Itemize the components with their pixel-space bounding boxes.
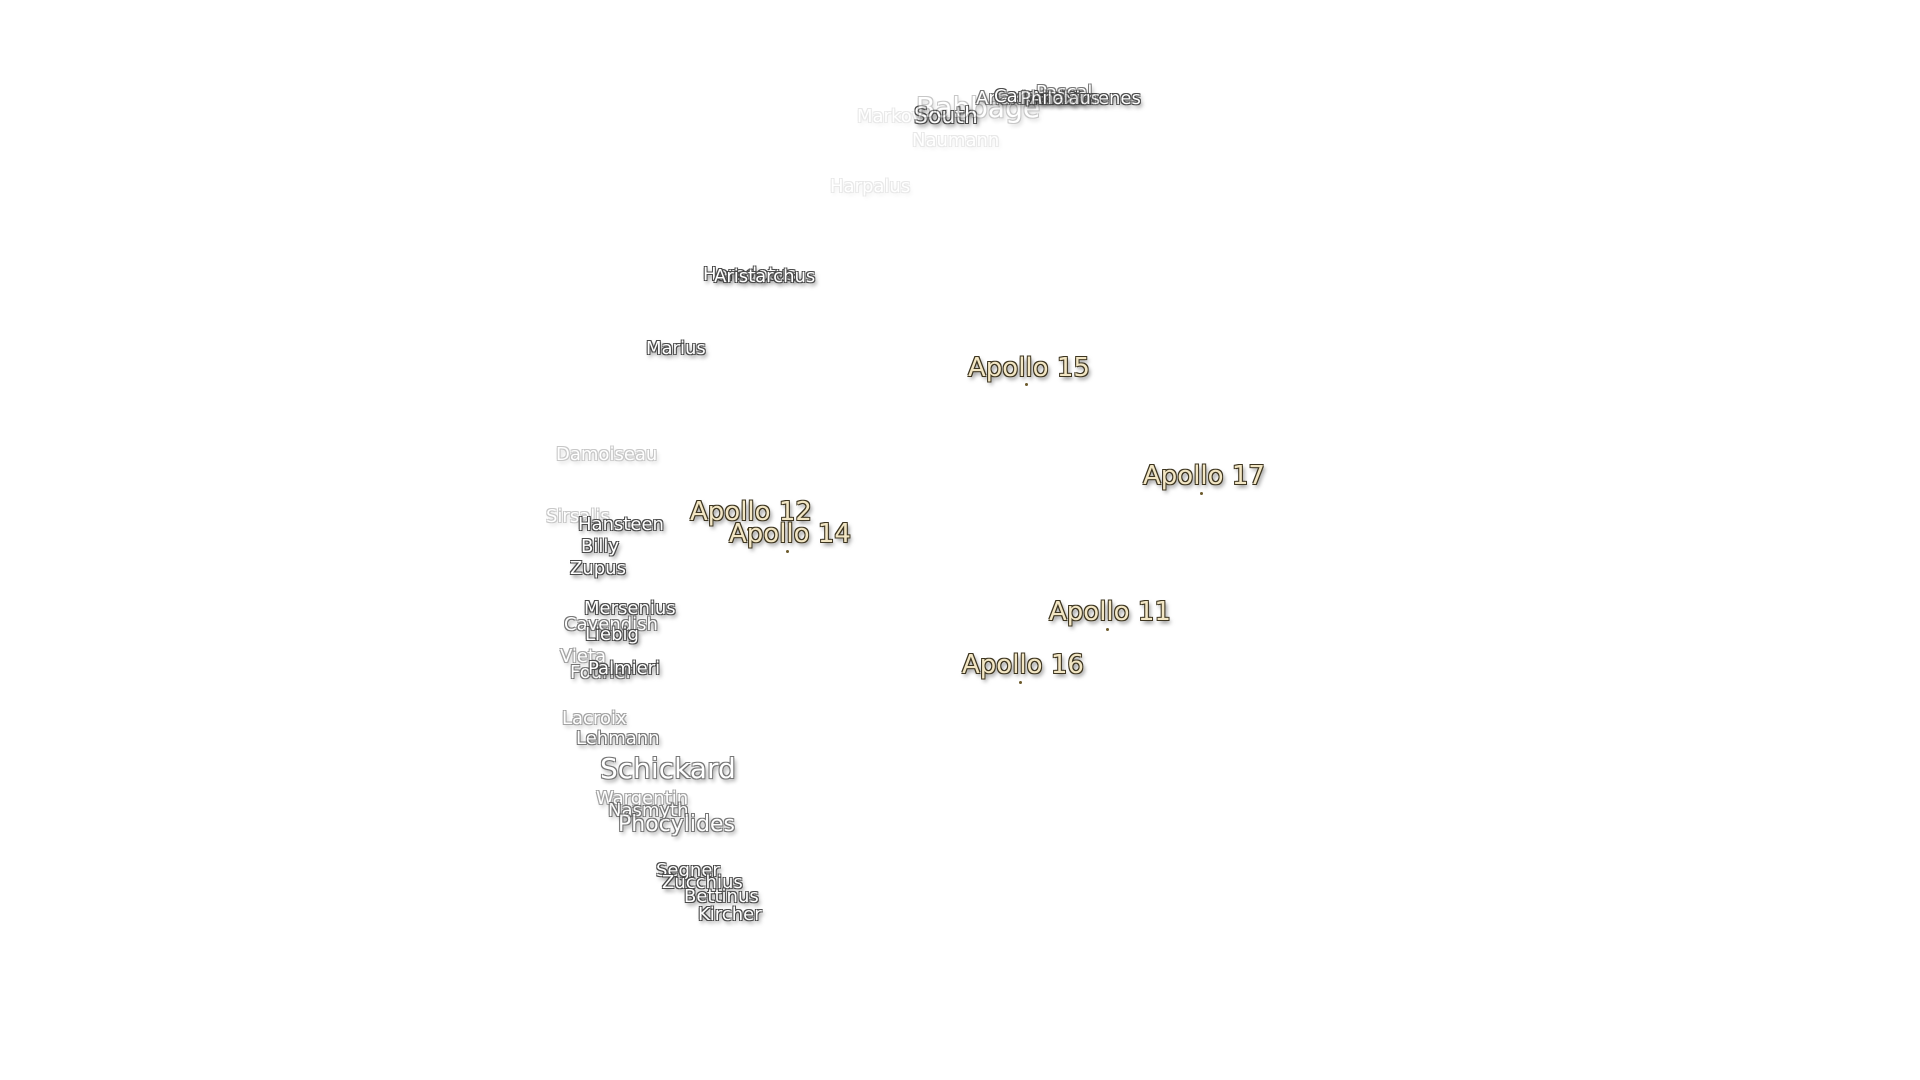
crater-label-naumann[interactable]: Naumann bbox=[912, 130, 1000, 151]
crater-label-pascal[interactable]: Pascal bbox=[1036, 82, 1093, 103]
crater-label-vieta[interactable]: Vieta bbox=[560, 646, 607, 667]
apollo-12-site-marker[interactable] bbox=[747, 528, 750, 531]
crater-label-bettinus[interactable]: Bettinus bbox=[684, 886, 759, 907]
crater-label-palmieri[interactable]: Palmieri bbox=[588, 658, 661, 679]
crater-label-carpenter[interactable]: Carpenter bbox=[994, 86, 1085, 107]
crater-label-wargentin[interactable]: Wargentin bbox=[596, 788, 689, 809]
crater-label-anaximander[interactable]: Anaximander bbox=[976, 88, 1097, 109]
crater-label-liebig[interactable]: Liebig bbox=[585, 624, 639, 645]
crater-label-markov[interactable]: Markov bbox=[857, 106, 923, 127]
crater-label-sirsalis[interactable]: Sirsalis bbox=[546, 506, 610, 527]
apollo-16-site-marker[interactable] bbox=[1019, 681, 1022, 684]
crater-label-nasmyth[interactable]: Nasmyth bbox=[608, 800, 689, 821]
crater-label-phocylides[interactable]: Phocylides bbox=[618, 812, 735, 837]
crater-label-aristarchus[interactable]: Aristarchus bbox=[714, 266, 816, 287]
apollo-14-site-marker[interactable] bbox=[786, 550, 789, 553]
crater-label-cavendish[interactable]: Cavendish bbox=[564, 614, 658, 635]
apollo-17-label[interactable]: Apollo 17 bbox=[1143, 461, 1265, 491]
apollo-11-site-marker[interactable] bbox=[1106, 628, 1109, 631]
crater-label-herodotus[interactable]: Herodotus bbox=[703, 264, 796, 285]
apollo-15-label[interactable]: Apollo 15 bbox=[968, 353, 1090, 383]
crater-label-kircher[interactable]: Kircher bbox=[698, 904, 762, 925]
crater-label-lehmann[interactable]: Lehmann bbox=[576, 728, 660, 749]
apollo-15-site-marker[interactable] bbox=[1025, 383, 1028, 386]
crater-label-billy[interactable]: Billy bbox=[581, 536, 620, 557]
apollo-14-label[interactable]: Apollo 14 bbox=[729, 519, 851, 549]
apollo-11-label[interactable]: Apollo 11 bbox=[1049, 597, 1171, 627]
crater-label-philolaus[interactable]: Philolaus bbox=[1020, 88, 1101, 109]
apollo-17-site-marker[interactable] bbox=[1200, 492, 1203, 495]
crater-label-damoiseau[interactable]: Damoiseau bbox=[556, 444, 658, 465]
crater-label-segner[interactable]: Segner bbox=[656, 860, 720, 881]
crater-label-schickard[interactable]: Schickard bbox=[600, 752, 736, 785]
crater-label-zupus[interactable]: Zupus bbox=[570, 558, 626, 579]
crater-label-babbage[interactable]: Babbage bbox=[916, 91, 1041, 124]
crater-label-anaximenes[interactable]: Anaximenes bbox=[1030, 88, 1141, 109]
apollo-12-label[interactable]: Apollo 12 bbox=[690, 497, 812, 527]
crater-label-south[interactable]: South bbox=[914, 104, 978, 129]
crater-label-harpalus[interactable]: Harpalus bbox=[830, 176, 911, 197]
apollo-16-label[interactable]: Apollo 16 bbox=[962, 650, 1084, 680]
crater-label-fourier[interactable]: Fourier bbox=[570, 662, 634, 683]
crater-label-hansteen[interactable]: Hansteen bbox=[578, 514, 664, 535]
crater-label-zucchius[interactable]: Zucchius bbox=[662, 872, 743, 893]
crater-label-marius[interactable]: Marius bbox=[646, 338, 706, 359]
crater-label-lacroix[interactable]: Lacroix bbox=[562, 708, 627, 729]
crater-label-mersenius[interactable]: Mersenius bbox=[584, 598, 676, 619]
